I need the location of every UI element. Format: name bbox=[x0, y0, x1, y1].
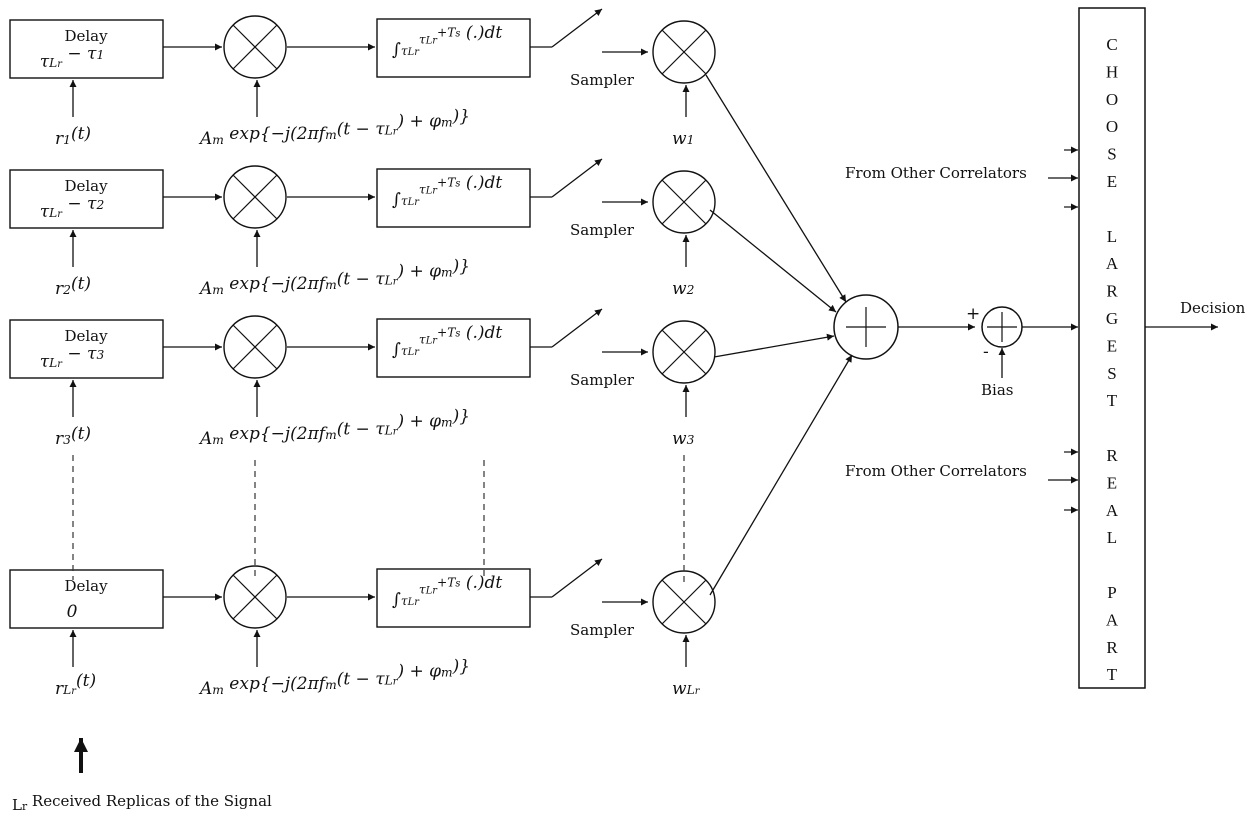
weight-multiplier bbox=[652, 570, 716, 634]
sampler-label: Sampler bbox=[570, 71, 635, 89]
correlator-row: Delay 0 rLr​​(t) Am​ exp{−j(2πfm​(t − τLr​​… bbox=[9, 558, 716, 699]
sampler-switch bbox=[551, 8, 603, 48]
choose-block-letter: P bbox=[1107, 583, 1116, 602]
choose-block-letter: S bbox=[1107, 364, 1116, 383]
carrier-label: Am​ exp{−j(2πfm​(t − τLr​​) + φm​)} bbox=[198, 257, 470, 299]
input-signal-label: r1​(t) bbox=[55, 124, 91, 149]
integrator-label: ∫τLr​​​τLr​​+Ts​​ (.)dt bbox=[392, 23, 502, 60]
combiner-inputs bbox=[705, 74, 853, 596]
sampler-switch bbox=[551, 308, 603, 348]
bias-adder bbox=[981, 306, 1023, 348]
carrier-label: Am​ exp{−j(2πfm​(t − τLr​​) + φm​)} bbox=[198, 107, 470, 149]
plus-sign: + bbox=[966, 304, 980, 324]
replicas-label: Lr​ Received Replicas of the Signal bbox=[12, 792, 272, 814]
carrier-label: Am​ exp{−j(2πfm​(t − τLr​​) + φm​)} bbox=[198, 407, 470, 449]
weight-label: w1​ bbox=[672, 129, 694, 149]
bias-label: Bias bbox=[981, 381, 1013, 399]
weight-label: wLr​​ bbox=[672, 679, 701, 699]
sampler-label: Sampler bbox=[570, 621, 635, 639]
weight-label: w3​ bbox=[672, 429, 695, 449]
other-correlator-arrows bbox=[1048, 146, 1078, 514]
choose-block-letter: L bbox=[1107, 227, 1117, 246]
decision-label: Decision bbox=[1180, 299, 1246, 317]
combiner-sum bbox=[833, 294, 899, 360]
choose-block-letter: G bbox=[1106, 309, 1118, 328]
choose-block-letter: T bbox=[1107, 391, 1118, 410]
choose-block-letter: R bbox=[1106, 446, 1118, 465]
delay-value: 0 bbox=[67, 602, 78, 622]
input-signal-label: rLr​​(t) bbox=[55, 671, 96, 699]
integrator-block: ∫τLr​​​τLr​​+Ts​​ (.)dt bbox=[376, 318, 531, 378]
choose-block-letter: A bbox=[1106, 501, 1119, 520]
choose-block-letter: T bbox=[1107, 665, 1118, 684]
sampler-switch bbox=[551, 558, 603, 598]
integrator-block: ∫τLr​​​τLr​​+Ts​​ (.)dt bbox=[376, 18, 531, 78]
delay-label: Delay bbox=[64, 327, 108, 345]
ellipsis-lines bbox=[72, 455, 685, 585]
from-other-correlators-label-bottom: From Other Correlators bbox=[845, 462, 1027, 480]
delay-value: τLr​​ − τ2​ bbox=[40, 194, 105, 222]
integrator-label: ∫τLr​​​τLr​​+Ts​​ (.)dt bbox=[392, 573, 502, 610]
choose-block-letter: A bbox=[1106, 610, 1119, 629]
from-other-correlators-label-top: From Other Correlators bbox=[845, 164, 1027, 182]
input-signal-label: r3​(t) bbox=[55, 424, 91, 449]
weight-multiplier bbox=[652, 320, 716, 384]
choose-block-letter: L bbox=[1107, 528, 1117, 547]
choose-block-letter: A bbox=[1106, 254, 1119, 273]
choose-block-letter: E bbox=[1107, 473, 1117, 492]
choose-block-letter: E bbox=[1107, 336, 1117, 355]
weight-label: w2​ bbox=[672, 279, 695, 299]
delay-value: τLr​​ − τ1​ bbox=[40, 44, 105, 72]
multiplier bbox=[223, 565, 287, 629]
carrier-label: Am​ exp{−j(2πfm​(t − τLr​​) + φm​)} bbox=[198, 657, 470, 699]
weight-multiplier bbox=[652, 170, 716, 234]
choose-block-letter: O bbox=[1106, 117, 1118, 136]
choose-block-letter: O bbox=[1106, 90, 1118, 109]
multiplier bbox=[223, 165, 287, 229]
sampler-switch bbox=[551, 158, 603, 198]
choose-block-letter: S bbox=[1107, 145, 1116, 164]
multiplier bbox=[223, 15, 287, 79]
input-signal-label: r2​(t) bbox=[55, 274, 91, 299]
delay-label: Delay bbox=[64, 177, 108, 195]
integrator-block: ∫τLr​​​τLr​​+Ts​​ (.)dt bbox=[376, 568, 531, 628]
multiplier bbox=[223, 315, 287, 379]
delay-label: Delay bbox=[64, 27, 108, 45]
minus-sign: - bbox=[983, 342, 989, 362]
choose-block-letter: E bbox=[1107, 172, 1117, 191]
choose-block-letter: R bbox=[1106, 282, 1118, 301]
choose-block-letter: H bbox=[1106, 62, 1118, 81]
choose-block-letter: C bbox=[1106, 35, 1117, 54]
sampler-label: Sampler bbox=[570, 221, 635, 239]
integrator-label: ∫τLr​​​τLr​​+Ts​​ (.)dt bbox=[392, 323, 502, 360]
delay-label: Delay bbox=[64, 577, 108, 595]
integrator-block: ∫τLr​​​τLr​​+Ts​​ (.)dt bbox=[376, 168, 531, 228]
delay-value: τLr​​ − τ3​ bbox=[40, 344, 105, 372]
delay-block: Delay 0 bbox=[9, 569, 164, 629]
choose-block-letter: R bbox=[1106, 638, 1118, 657]
sampler-label: Sampler bbox=[570, 371, 635, 389]
integrator-label: ∫τLr​​​τLr​​+Ts​​ (.)dt bbox=[392, 173, 502, 210]
weight-multiplier bbox=[652, 20, 716, 84]
